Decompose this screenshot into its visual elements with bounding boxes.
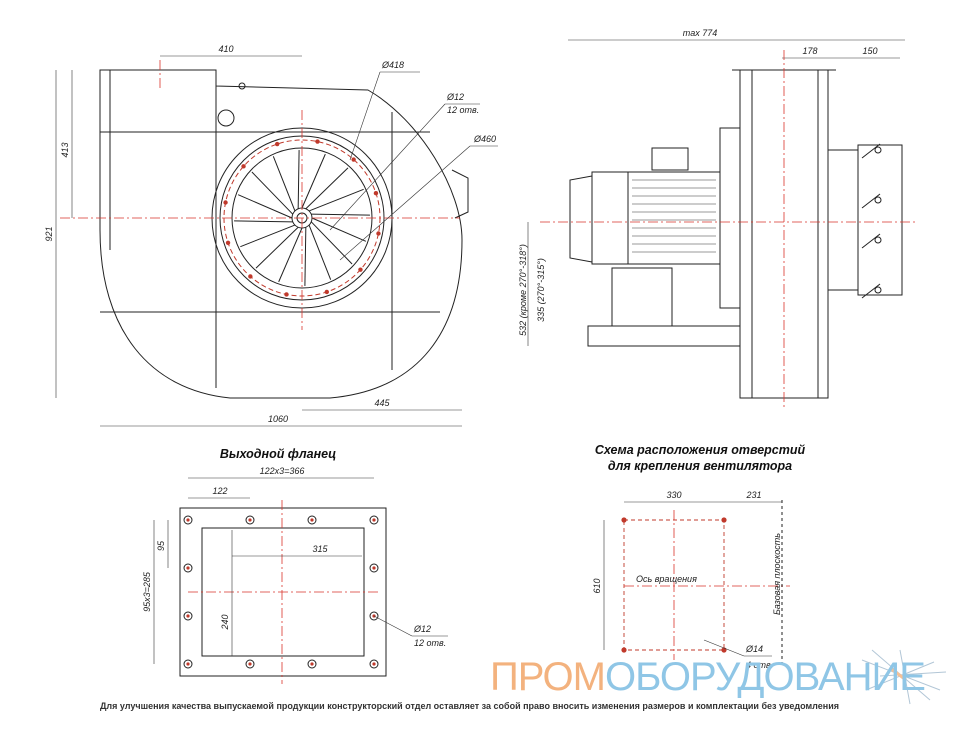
flange-hole-center (248, 518, 252, 522)
flange-dia-label: Ø12 (413, 624, 431, 634)
impeller-blades (234, 150, 370, 286)
mounting-scheme-view: Схема расположения отверстий для креплен… (592, 443, 805, 670)
impeller-blade (308, 224, 332, 280)
dim-410: 410 (218, 44, 233, 54)
side-flange (857, 144, 903, 296)
dia-460-label: Ø460 (473, 134, 496, 144)
impeller-blade (301, 153, 326, 209)
ring-hole (223, 200, 228, 205)
dim-max-774: max 774 (683, 28, 718, 38)
dim-axis-height: 532 (кроме 270°-318°) (518, 244, 528, 336)
dim-413: 413 (60, 142, 70, 157)
flange-hole-center (310, 518, 314, 522)
impeller-blade (272, 156, 296, 212)
dim-95x3: 95x3=285 (142, 571, 152, 612)
dim-178: 178 (802, 46, 817, 56)
clamp-bolt (874, 286, 882, 294)
impeller-blade (297, 150, 300, 209)
motor-body (627, 171, 721, 265)
dim-1060: 1060 (268, 414, 288, 424)
ring-hole (351, 157, 356, 162)
dim-95: 95 (156, 540, 166, 551)
clamp-bolt (874, 146, 882, 154)
scheme-title-2: для крепления вентилятора (608, 459, 792, 473)
dim-330: 330 (666, 490, 681, 500)
clamp-arm (861, 233, 881, 249)
clamp-arm (861, 193, 881, 209)
dim-921: 921 (44, 226, 54, 241)
clamp-bolt (874, 196, 882, 204)
impeller-blade (304, 227, 307, 286)
side-view: max 774 178 150 532 (кроме 270°-318°) 33… (518, 28, 915, 410)
flange-hole-center (372, 518, 376, 522)
flange-holes (223, 139, 381, 297)
scheme-holes-label: 4 отв. (746, 660, 773, 670)
impeller-blade (278, 227, 303, 283)
front-view: 410 413 921 1060 445 Ø418 Ø12 12 отв. Ø4… (44, 44, 498, 427)
handle (451, 169, 469, 219)
impeller-blade (251, 171, 294, 215)
impeller-blade (310, 221, 353, 265)
clamp-bolt (874, 236, 882, 244)
dia-418-label: Ø418 (381, 60, 404, 70)
outlet-flange-view: Выходной фланец 122x3=366 122 95 95x3=28… (142, 447, 448, 684)
flange-hole-center (372, 566, 376, 570)
flange-hole-center (248, 662, 252, 666)
dim-122: 122 (212, 486, 227, 496)
impeller-blade (308, 188, 364, 212)
base-frame (587, 325, 741, 347)
flange-hole-center (372, 662, 376, 666)
flange-hole-center (186, 662, 190, 666)
flange-hole-center (186, 566, 190, 570)
flange-outer (179, 507, 387, 677)
brand-wordmark: ПРОМОБОРУДОВАНИЕ (490, 655, 926, 700)
dim-610: 610 (592, 578, 602, 593)
flange-hole-center (310, 662, 314, 666)
dim-150: 150 (862, 46, 877, 56)
ring-hole (315, 139, 320, 144)
impeller-blade (240, 224, 296, 248)
clamp-arm (861, 283, 881, 299)
ring-hole (274, 141, 280, 147)
holes-12-label: 12 отв. (447, 105, 479, 115)
ring-hole (241, 164, 246, 169)
flange-holes-label: 12 отв. (414, 638, 446, 648)
brand-logo-mark (861, 649, 947, 705)
axis-label: Ось вращения (636, 574, 697, 584)
ring-hole (248, 274, 253, 279)
dim-122x3: 122x3=366 (260, 466, 305, 476)
flange-hole-center (186, 614, 190, 618)
ring-hole (358, 267, 363, 272)
impeller-blade (311, 217, 367, 242)
dim-axis-height-alt: 335 (270°-315°) (536, 258, 546, 322)
dim-315: 315 (312, 544, 328, 554)
brand-part-1: ПРОМ (490, 655, 606, 699)
impeller-blade (305, 167, 349, 210)
disclaimer-text: Для улучшения качества выпускаемой проду… (100, 701, 840, 711)
flange-bolt-holes (183, 515, 379, 669)
impeller-blade (255, 226, 299, 269)
flange-hole-center (186, 518, 190, 522)
dim-445: 445 (374, 398, 390, 408)
ring-hole (225, 240, 231, 246)
base-plane-label: Базовая плоскость (772, 533, 782, 615)
brand-part-2: ОБОРУДОВАНИЕ (604, 655, 926, 699)
impeller-blade (237, 194, 293, 219)
scheme-dia-label: Ø14 (745, 644, 763, 654)
scheme-title-1: Схема расположения отверстий (595, 443, 806, 457)
ring-hole (376, 231, 381, 236)
ring-hole (373, 190, 379, 196)
clamp-arm (861, 143, 881, 159)
housing-outline (99, 69, 463, 399)
dia-12-label: Ø12 (446, 92, 464, 102)
dim-240: 240 (220, 614, 230, 630)
impeller-blade (234, 220, 293, 223)
ring-hole (284, 292, 289, 297)
flange-title: Выходной фланец (220, 447, 336, 461)
impeller-blade (311, 213, 370, 216)
dim-231: 231 (745, 490, 761, 500)
ring-hole (324, 289, 330, 295)
